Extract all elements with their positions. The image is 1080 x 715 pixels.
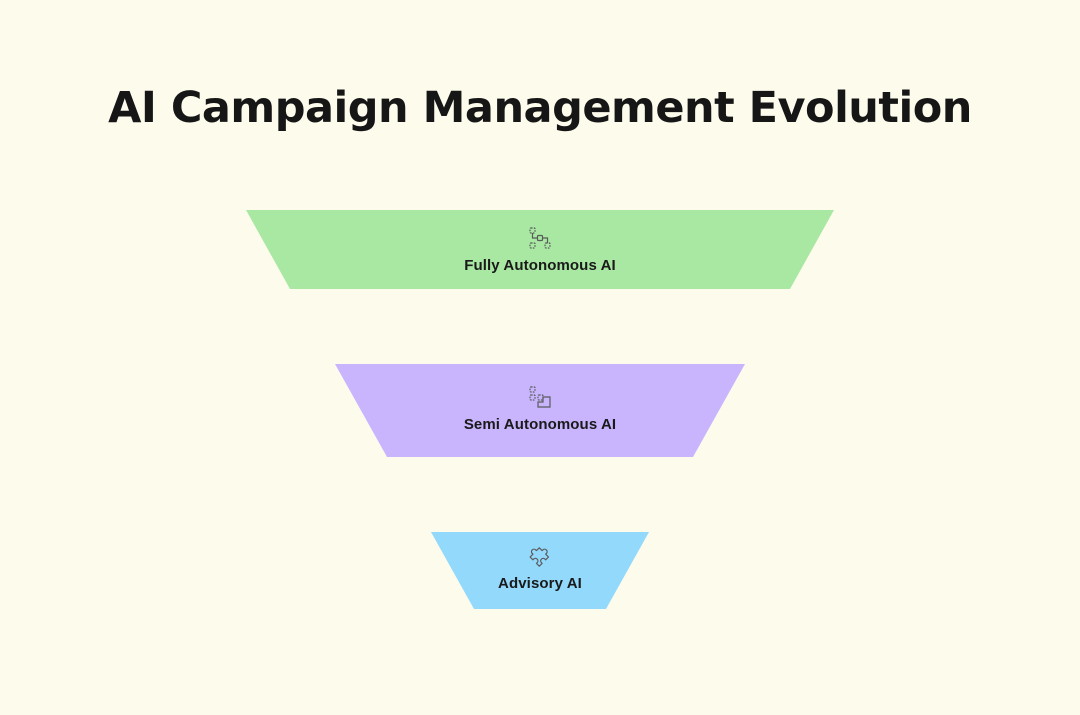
tier-label: Semi Autonomous AI — [463, 416, 617, 433]
tier-shape — [335, 364, 745, 457]
semi-autonomous-steps-icon — [529, 386, 551, 408]
puzzle-icon — [529, 547, 550, 567]
tier-semi-autonomous: Semi Autonomous AI — [335, 364, 745, 457]
tier-shape — [246, 210, 834, 289]
tier-shape — [431, 532, 649, 609]
tier-advisory: Advisory AI — [431, 532, 649, 609]
tier-trapezoid — [431, 532, 649, 609]
tier-fully-autonomous: Fully Autonomous AI — [246, 210, 834, 289]
autonomous-nodes-icon — [529, 227, 551, 249]
tier-label: Advisory AI — [498, 575, 582, 592]
tier-label: Fully Autonomous AI — [464, 257, 616, 274]
tier-trapezoid — [335, 364, 745, 457]
page-title: AI Campaign Management Evolution — [108, 83, 972, 133]
tier-trapezoid — [246, 210, 834, 289]
